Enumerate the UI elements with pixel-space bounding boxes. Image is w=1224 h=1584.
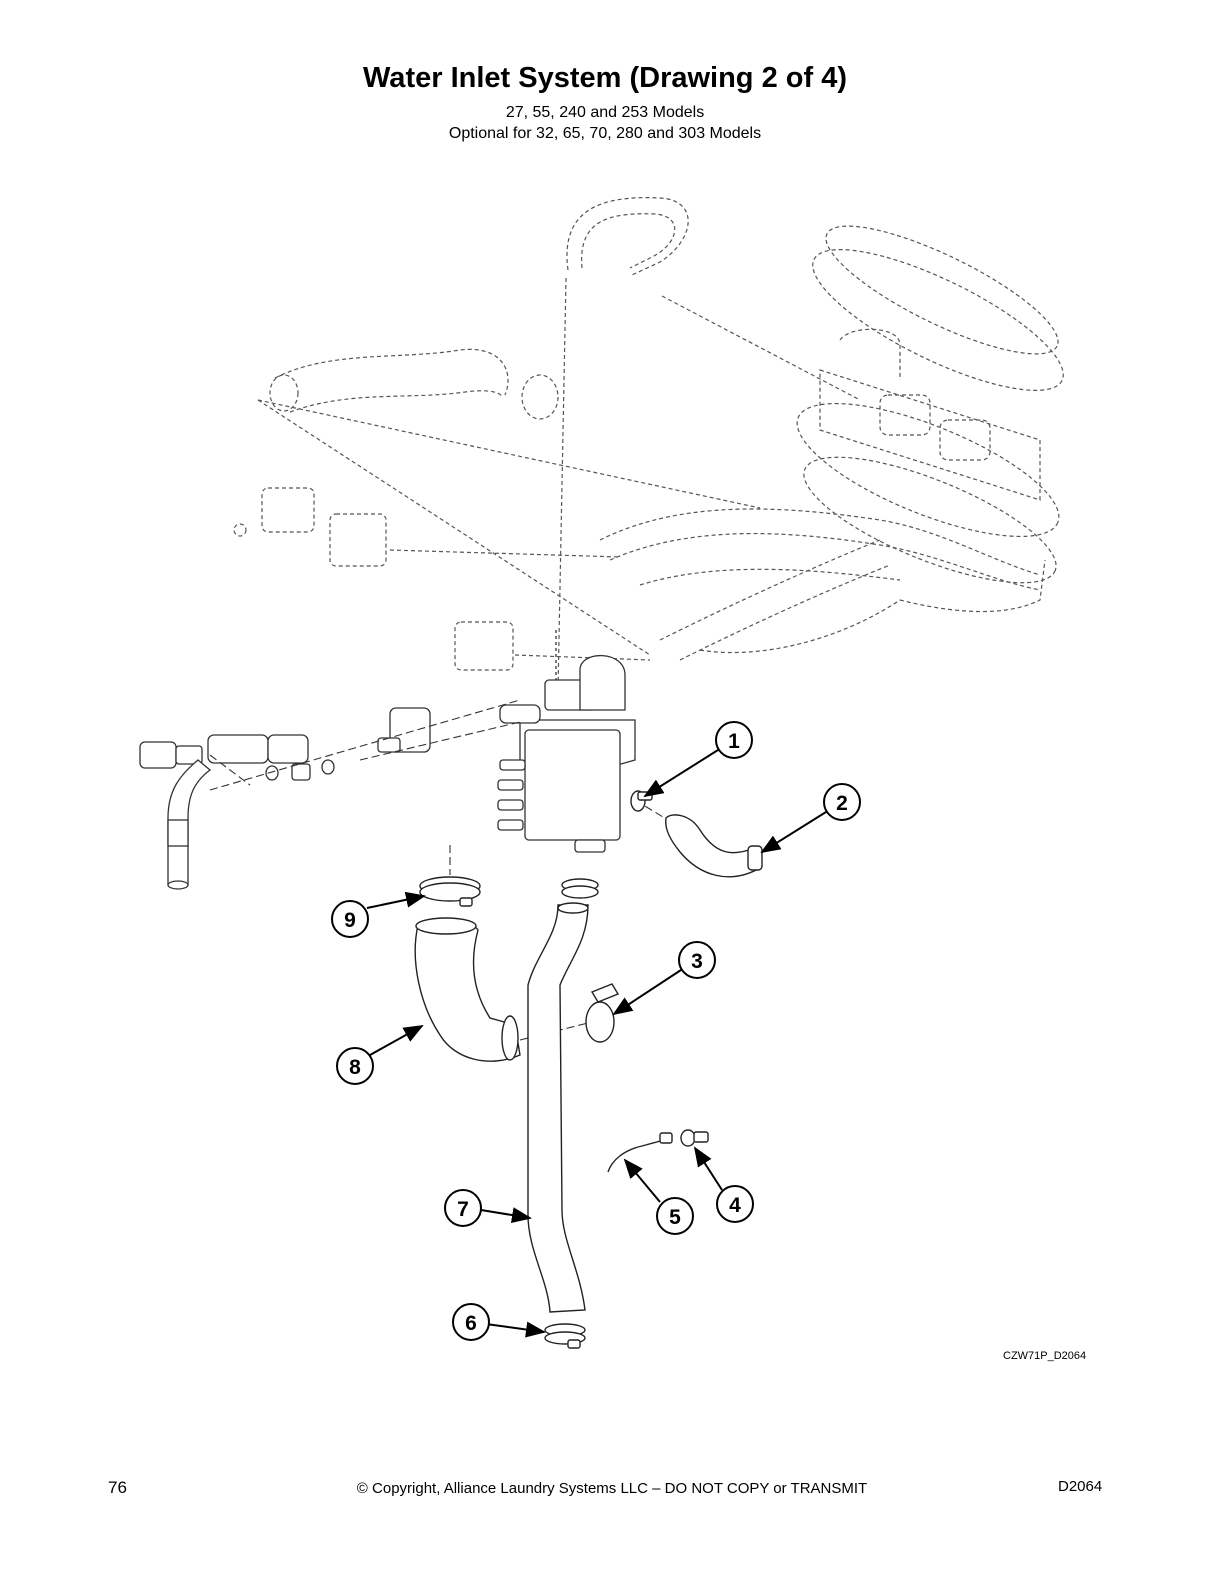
leader-1 <box>643 749 719 798</box>
callout-6: 6 <box>452 1303 490 1341</box>
svg-text:3: 3 <box>691 950 703 973</box>
callout-1: 1 <box>715 721 753 759</box>
svg-text:4: 4 <box>729 1194 741 1217</box>
callout-9: 9 <box>331 900 369 938</box>
leader-5 <box>623 1158 661 1203</box>
callout-leaders <box>366 749 827 1338</box>
leader-7 <box>480 1207 532 1223</box>
reference-assembly <box>233 197 1064 691</box>
models-subtitle: 27, 55, 240 and 253 Models <box>505 104 705 121</box>
svg-text:1: 1 <box>728 730 740 753</box>
leader-8 <box>369 1025 424 1056</box>
optional-models-subtitle: Optional for 32, 65, 70, 280 and 303 Mod… <box>448 125 762 142</box>
svg-text:7: 7 <box>457 1198 469 1221</box>
leader-4 <box>693 1146 723 1191</box>
svg-text:6: 6 <box>465 1312 477 1335</box>
leader-9 <box>366 891 426 909</box>
leader-6 <box>485 1321 546 1338</box>
svg-text:5: 5 <box>669 1206 681 1229</box>
inlet-hardware <box>139 630 636 890</box>
callout-7: 7 <box>444 1189 482 1227</box>
svg-text:9: 9 <box>344 909 356 932</box>
document-id: D2064 <box>1058 1478 1103 1495</box>
callouts: 1 2 3 4 5 6 7 <box>331 721 861 1341</box>
page-title: Water Inlet System (Drawing 2 of 4) <box>363 62 847 94</box>
callout-3: 3 <box>678 941 716 979</box>
numbered-parts <box>414 790 763 1349</box>
leader-3 <box>612 969 682 1016</box>
callout-2: 2 <box>823 783 861 821</box>
callout-5: 5 <box>656 1197 694 1235</box>
svg-text:2: 2 <box>836 792 848 815</box>
callout-8: 8 <box>336 1047 374 1085</box>
callout-4: 4 <box>716 1185 754 1223</box>
svg-text:8: 8 <box>349 1056 361 1079</box>
page-number: 76 <box>108 1478 127 1497</box>
copyright-notice: © Copyright, Alliance Laundry Systems LL… <box>356 1480 868 1497</box>
leader-2 <box>760 811 827 854</box>
drawing-code: CZW71P_D2064 <box>1003 1350 1087 1362</box>
